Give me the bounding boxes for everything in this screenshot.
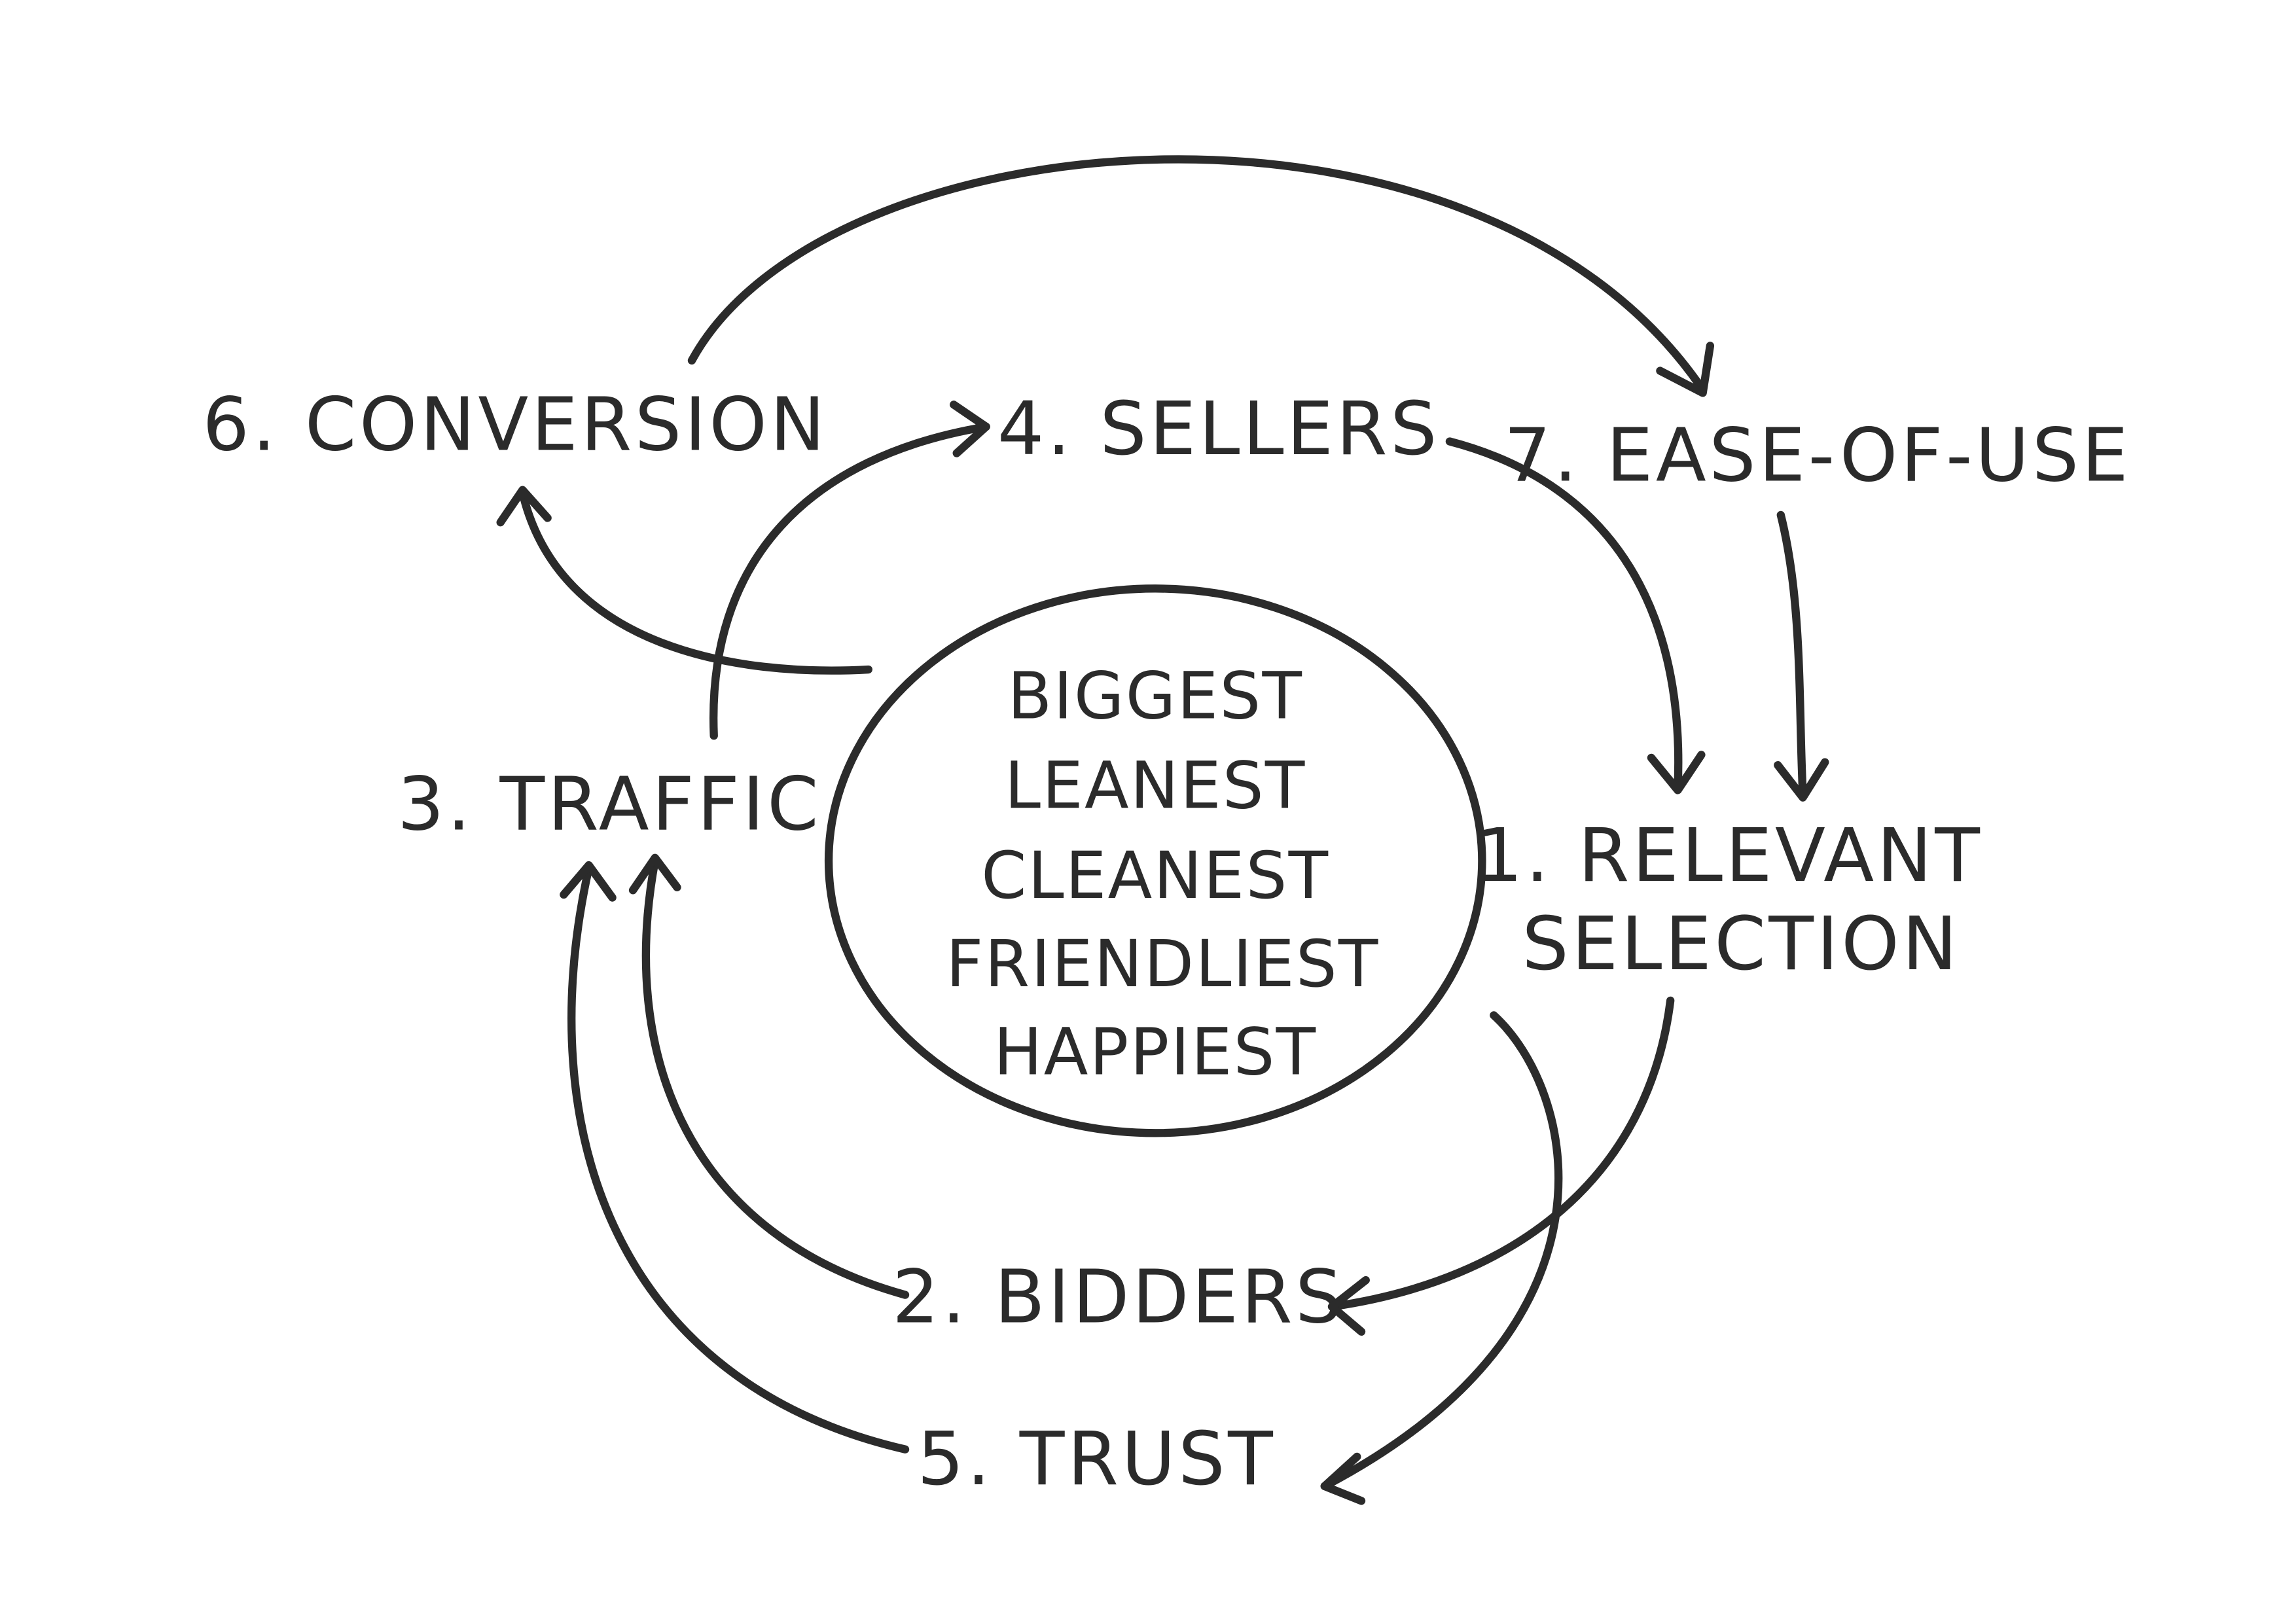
node-ease-of-use: 7. EASE-OF-USE — [1504, 413, 2131, 499]
arrow-conversion-to-ease-of-use — [687, 155, 1715, 397]
center-text-biggest: BIGGEST — [1007, 659, 1303, 734]
arrow-center-to-trust — [1320, 1011, 1563, 1505]
node-conversion: 6. CONVERSION — [202, 382, 828, 467]
arrow-relevant-selection-to-bidders — [1327, 996, 1675, 1336]
node-sellers: 4. SELLERS — [997, 386, 1440, 472]
arrow-bidders-to-traffic — [628, 853, 910, 1299]
center-text-leanest: LEANEST — [1005, 749, 1306, 824]
arrow-center-to-conversion — [496, 486, 872, 675]
center-text-cleanest: CLEANEST — [981, 838, 1329, 914]
arrow-ease-of-use-to-relevant-selection — [1774, 510, 1829, 802]
arrow-traffic-to-sellers — [709, 401, 990, 740]
arrow-trust-to-traffic — [560, 861, 910, 1454]
center-text-happiest: HAPPIEST — [994, 1015, 1317, 1090]
center-text-friendliest: FRIENDLIEST — [946, 927, 1379, 1002]
arrow-sellers-to-relevant-selection — [1445, 437, 1706, 794]
node-relevant-selection-line1: 1. RELEVANT — [1476, 813, 1983, 899]
center-circle — [824, 584, 1486, 1137]
node-traffic: 3. TRAFFIC — [397, 761, 821, 847]
node-relevant-selection-line2: SELECTION — [1522, 901, 1960, 987]
node-trust: 5. TRUST — [917, 1416, 1276, 1502]
node-bidders: 2. BIDDERS — [892, 1255, 1345, 1340]
